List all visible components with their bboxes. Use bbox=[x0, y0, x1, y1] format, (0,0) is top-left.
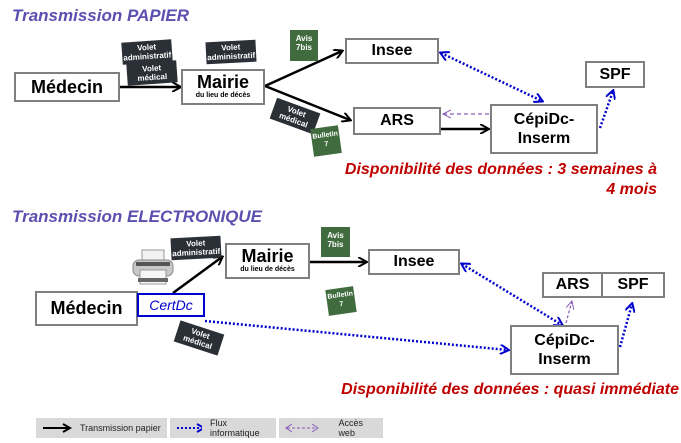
legend: Transmission papier Flux informatique Ac… bbox=[36, 418, 386, 438]
arrow-cepidc-spf-flux-elec bbox=[618, 304, 632, 348]
dispo-papier: Disponibilité des données : 3 semaines à… bbox=[270, 160, 657, 200]
node-label: Mairie bbox=[196, 72, 250, 92]
arrow-dotted-icon bbox=[177, 423, 203, 433]
arrow-certdc-cepidc-flux bbox=[204, 319, 508, 350]
node-mairie-papier[interactable]: Mairie du lieu de décès bbox=[181, 69, 265, 105]
dispo-electronique: Disponibilité des données : quasi immédi… bbox=[341, 381, 679, 398]
doc-line: Avis bbox=[295, 34, 313, 43]
doc-line: administratif bbox=[207, 50, 256, 63]
node-ars-papier[interactable]: ARS bbox=[353, 107, 441, 135]
doc-volet-administratif-mairie: Volet administratif bbox=[205, 39, 257, 65]
node-spf-elec[interactable]: SPF bbox=[601, 272, 665, 298]
node-label: Insee bbox=[371, 42, 413, 59]
node-label: SPF bbox=[599, 66, 631, 83]
arrow-insee-cepidc-flux-elec bbox=[462, 264, 562, 325]
legend-item-papier: Transmission papier bbox=[36, 418, 167, 438]
doc-line: 7bis bbox=[327, 240, 344, 249]
dispo-line: 4 mois bbox=[606, 181, 657, 198]
legend-label: Transmission papier bbox=[80, 423, 161, 433]
legend-item-flux: Flux informatique bbox=[170, 418, 276, 438]
printer-icon bbox=[132, 249, 174, 285]
node-label: Médecin bbox=[30, 77, 104, 97]
arrow-solid-icon bbox=[43, 423, 72, 433]
node-label: Insee bbox=[393, 253, 435, 270]
node-certdc[interactable]: CertDc bbox=[137, 293, 205, 317]
node-mairie-elec[interactable]: Mairie du lieu de décès bbox=[225, 243, 310, 279]
doc-line: administratif bbox=[172, 246, 221, 259]
legend-item-web: Accès web bbox=[279, 418, 383, 438]
node-label: CertDc bbox=[149, 297, 193, 313]
doc-volet-medical: Volet médical bbox=[126, 60, 178, 86]
dispo-line: Disponibilité des données : 3 semaines à bbox=[344, 161, 657, 178]
doc-avis-7bis: Avis 7bis bbox=[290, 30, 318, 61]
node-cepidc-papier[interactable]: CépiDc- Inserm bbox=[490, 104, 598, 154]
node-insee-elec[interactable]: Insee bbox=[368, 249, 460, 275]
node-sublabel: du lieu de décès bbox=[195, 92, 251, 99]
arrow-mairie-insee bbox=[264, 51, 342, 88]
arrow-certdc-mairie bbox=[172, 257, 222, 295]
doc-line: 7bis bbox=[295, 43, 312, 52]
node-medecin-elec[interactable]: Médecin bbox=[35, 291, 138, 326]
title-electronique: Transmission ELECTRONIQUE bbox=[12, 207, 263, 226]
node-label-line1: CépiDc- bbox=[534, 332, 595, 349]
arrow-dashed-double-icon bbox=[285, 423, 319, 433]
node-label: SPF bbox=[617, 276, 649, 293]
doc-volet-administratif-elec: Volet administratif bbox=[170, 235, 222, 261]
legend-label: Flux informatique bbox=[210, 418, 260, 438]
node-label: Médecin bbox=[50, 298, 123, 318]
node-cepidc-elec[interactable]: CépiDc- Inserm bbox=[510, 325, 619, 375]
node-insee-papier[interactable]: Insee bbox=[345, 38, 439, 64]
doc-avis-7bis-elec: Avis 7bis bbox=[321, 227, 350, 257]
node-ars-elec[interactable]: ARS bbox=[542, 272, 603, 298]
node-sublabel: du lieu de décès bbox=[240, 266, 295, 273]
node-label-line1: CépiDc- bbox=[513, 111, 575, 128]
node-label: ARS bbox=[555, 276, 590, 293]
arrow-mairie-ars bbox=[264, 84, 350, 120]
doc-bulletin-7: Bulletin 7 bbox=[310, 125, 342, 157]
legend-label: Accès web bbox=[338, 418, 363, 438]
doc-line: Avis bbox=[327, 231, 344, 240]
node-label-line2: Inserm bbox=[538, 351, 591, 368]
node-label: Mairie bbox=[241, 246, 294, 266]
node-label: ARS bbox=[380, 112, 414, 129]
arrow-cepidc-ars-web-elec bbox=[565, 301, 572, 324]
doc-bulletin-7-elec: Bulletin 7 bbox=[325, 286, 357, 316]
title-papier: Transmission PAPIER bbox=[12, 6, 189, 25]
node-medecin-papier[interactable]: Médecin bbox=[14, 72, 120, 102]
arrow-insee-cepidc-flux bbox=[441, 53, 542, 101]
node-spf-papier[interactable]: SPF bbox=[585, 61, 645, 88]
node-label-line2: Inserm bbox=[517, 130, 571, 147]
arrow-cepidc-spf-flux bbox=[598, 91, 613, 129]
